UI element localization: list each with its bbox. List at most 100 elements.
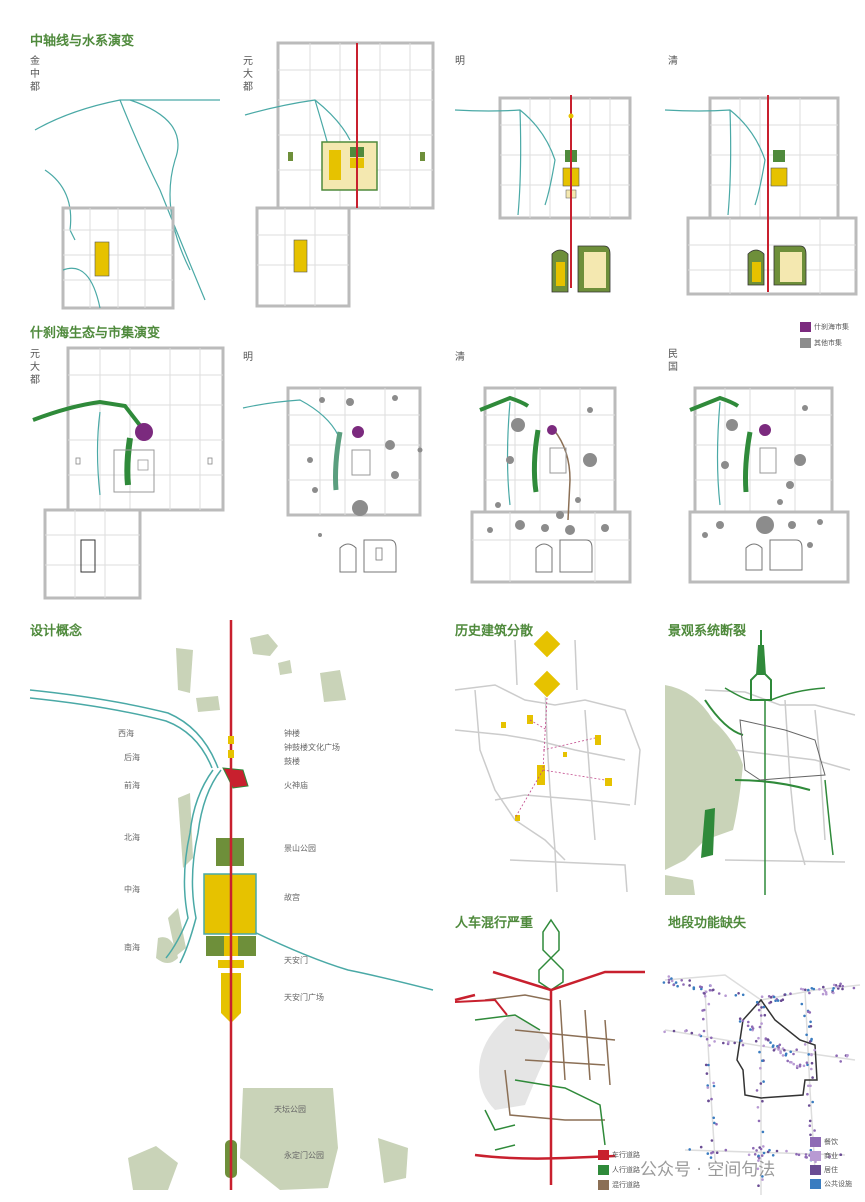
function-point [761,1130,765,1134]
section-title-shichahai: 什刹海生态与市集演变 [30,326,161,341]
function-point [788,1060,792,1064]
function-point [804,1153,808,1156]
function-point [775,1149,779,1153]
function-point [800,1002,804,1006]
function-point [753,1153,757,1156]
function-label-food: 餐饮 [824,1138,838,1146]
axis-map-jin [34,99,220,310]
function-point [741,993,745,997]
function-point [757,1036,760,1040]
function-point [713,1121,716,1125]
function-point [759,1147,763,1151]
function-point [672,1029,676,1033]
function-point [710,1097,713,1101]
function-point [805,1156,808,1159]
function-point [836,985,840,988]
function-point [670,977,673,980]
function-point [662,981,666,984]
function-point [783,1048,786,1052]
function-point [702,1017,705,1021]
function-point [809,1148,813,1152]
function-point [688,979,691,982]
function-point [808,1040,812,1043]
function-point [761,1059,764,1062]
function-point [797,1153,801,1157]
function-point [738,1020,742,1023]
label-palace: 故宫 [284,893,300,902]
function-point [752,1146,755,1150]
function-point [808,1011,812,1014]
function-point [799,987,803,991]
function-point [789,1050,792,1054]
function-point [755,1149,758,1152]
function-map [662,974,861,1195]
label-drum-tower: 鼓楼 [284,757,300,766]
function-point [760,1154,764,1157]
function-point [783,993,786,996]
function-point [733,1041,736,1045]
function-point [702,1029,706,1033]
function-point [688,984,691,987]
function-point [825,992,828,996]
function-point [767,1038,770,1042]
market-map-qing [470,386,632,584]
function-point [832,987,835,990]
axis-map-qing [664,95,858,296]
traffic-label-walk: 人行道路 [612,1166,640,1174]
axis-map-yuan [244,41,435,308]
function-point [703,992,706,995]
function-point [712,988,715,992]
function-point [704,990,708,994]
function-point [769,1041,772,1044]
function-point [808,1119,812,1123]
function-point [810,1037,813,1041]
function-point [776,999,780,1002]
market-map-minguo [688,386,850,584]
function-point [812,987,816,991]
label-fire-temple: 火神庙 [284,781,308,790]
function-point [682,983,685,986]
function-point [781,1054,785,1057]
market-map-ming [242,386,423,573]
function-point [772,1049,776,1052]
traffic-legend-car: 车行道路 [598,1150,640,1160]
function-point [805,1061,809,1064]
function-point [710,1036,713,1040]
watermark: 公众号 · 空间句法 [640,1160,776,1180]
function-point [821,992,825,996]
function-point [772,1044,775,1047]
function-point [795,1048,798,1051]
function-point [803,1043,807,1046]
label-tiananmen: 天安门 [284,956,308,965]
landscape-map [665,630,856,895]
function-point [804,988,807,992]
function-point [690,1031,694,1035]
function-label-lodge: 居住 [824,1166,838,1174]
function-point [808,1124,812,1127]
function-point [806,1063,809,1067]
function-point [755,1000,759,1004]
function-point [762,1151,766,1155]
function-point [824,991,828,994]
function-point [756,1167,760,1171]
function-point [809,1020,812,1024]
traffic-swatch-car [598,1150,609,1160]
function-point [757,1119,761,1123]
function-point [761,1178,764,1181]
function-point [807,1104,811,1107]
section-title-landscape: 景观系统断裂 [668,624,747,639]
function-point [832,991,835,995]
section-title-axis: 中轴线与水系演变 [30,34,135,49]
function-label-shop: 商业 [824,1152,838,1160]
function-point [845,1054,849,1058]
function-point [779,999,783,1002]
function-point [747,1153,751,1157]
function-swatch-lodge [810,1165,821,1175]
legend-label-other: 其他市集 [814,339,842,347]
function-point [712,1084,716,1088]
function-point [713,1040,716,1043]
function-point [761,1099,764,1103]
section-title-concept: 设计概念 [30,624,83,639]
function-point [805,1033,808,1037]
traffic-legend-walk: 人行道路 [598,1165,640,1175]
